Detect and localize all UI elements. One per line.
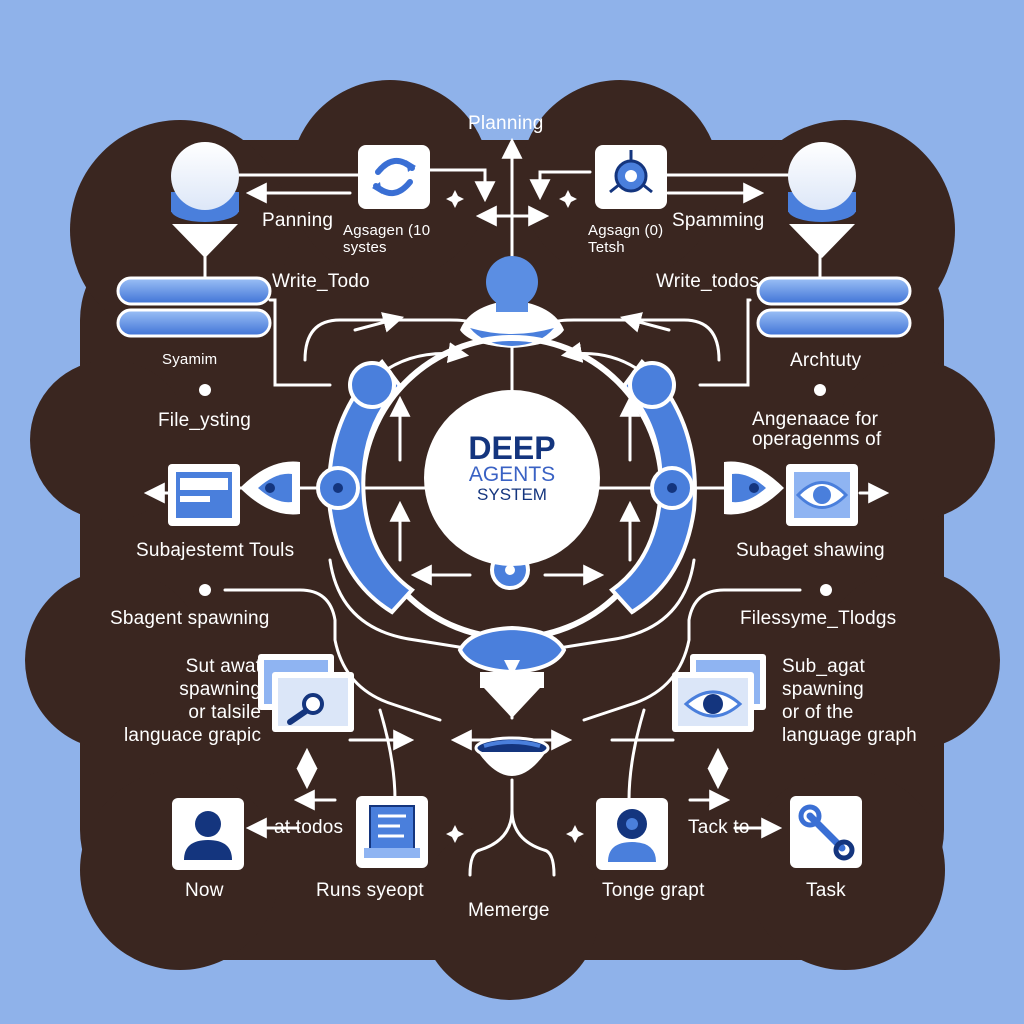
pill-stack-right <box>756 276 912 338</box>
label-file-system-left: File_ysting <box>158 410 252 431</box>
sparkles <box>446 190 584 843</box>
label-subagent-spawning-right: Subaget shawing <box>736 540 885 561</box>
dot-right-lower <box>820 584 832 596</box>
knob-right <box>788 142 856 258</box>
label-ops-right: Angenaace for operagenms of <box>752 409 882 450</box>
knob-left <box>171 142 239 258</box>
center-title: DEEP AGENTS SYSTEM <box>422 432 602 504</box>
lens-right <box>724 461 784 515</box>
label-now: Now <box>185 880 224 901</box>
search-icon <box>258 654 354 732</box>
agent-hub-icon <box>595 145 667 209</box>
connector-dots <box>199 384 832 596</box>
label-task-to: Tack to <box>688 817 750 838</box>
label-spawning-left-small: Syamim <box>162 351 218 368</box>
label-agent-tools-right: Agsagn (0) Tetsh <box>588 222 664 256</box>
lower-hub <box>457 625 567 776</box>
label-at-todos: at todos <box>274 817 344 838</box>
sync-icon <box>358 145 430 209</box>
label-write-todo-left: Write_Todo <box>272 271 370 292</box>
label-subagent-tools-left: Subajestemt Touls <box>136 540 295 561</box>
label-agent-tools-left: Agsagen (10 systes <box>343 222 431 256</box>
lens-left <box>240 461 300 515</box>
webcam-icon <box>596 798 668 870</box>
wrench-icon <box>790 796 862 868</box>
eye-icon <box>786 464 858 526</box>
window-icon <box>168 464 240 526</box>
dot-left <box>199 384 211 396</box>
label-planning-left: Panning <box>262 210 334 231</box>
label-memerge: Memerge <box>468 900 550 921</box>
label-subagent-spawning-left: Sbagent spawning <box>110 608 270 629</box>
label-top-planning: Planning <box>468 113 544 134</box>
eye-window-icon <box>672 654 766 732</box>
label-write-todos-right: Write_todos <box>656 271 760 292</box>
label-activity-right: Archtuty <box>790 350 862 371</box>
center-title-line1: DEEP <box>468 430 556 466</box>
label-runs-syept: Runs syeopt <box>316 880 424 901</box>
label-tonge-grapt: Tonge grapt <box>602 880 705 901</box>
dot-right <box>814 384 826 396</box>
label-left-paragraph: Sut awat spawning or talsile languace gr… <box>124 656 262 746</box>
document-icon <box>356 796 428 868</box>
user-icon <box>172 798 244 870</box>
pill-stack-left <box>116 276 272 338</box>
center-title-line2: AGENTS <box>468 463 556 486</box>
label-spawning-right: Spamming <box>672 210 765 231</box>
central-hub <box>316 256 697 641</box>
label-task: Task <box>806 880 846 901</box>
dot-left-lower <box>199 584 211 596</box>
label-filesystem-todos-right: Filessyme_Tlodgs <box>740 608 897 629</box>
label-right-paragraph: Sub_agat spawning or of the language gra… <box>782 656 917 746</box>
center-title-line3: SYSTEM <box>477 485 547 504</box>
